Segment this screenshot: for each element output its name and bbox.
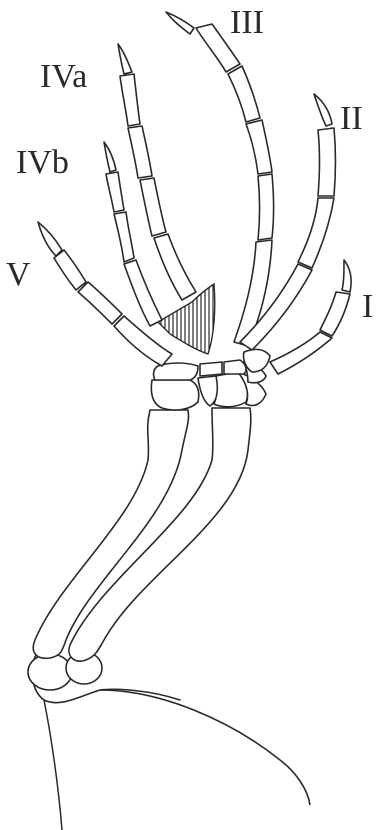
label-digit-4a: IVa bbox=[40, 60, 87, 94]
label-digit-4b: IVb bbox=[16, 146, 69, 180]
label-digit-1: I bbox=[362, 290, 373, 324]
label-digit-2: II bbox=[340, 102, 363, 136]
label-digit-3: III bbox=[230, 6, 264, 40]
digit-5 bbox=[38, 222, 172, 366]
label-digit-5: V bbox=[6, 258, 31, 292]
